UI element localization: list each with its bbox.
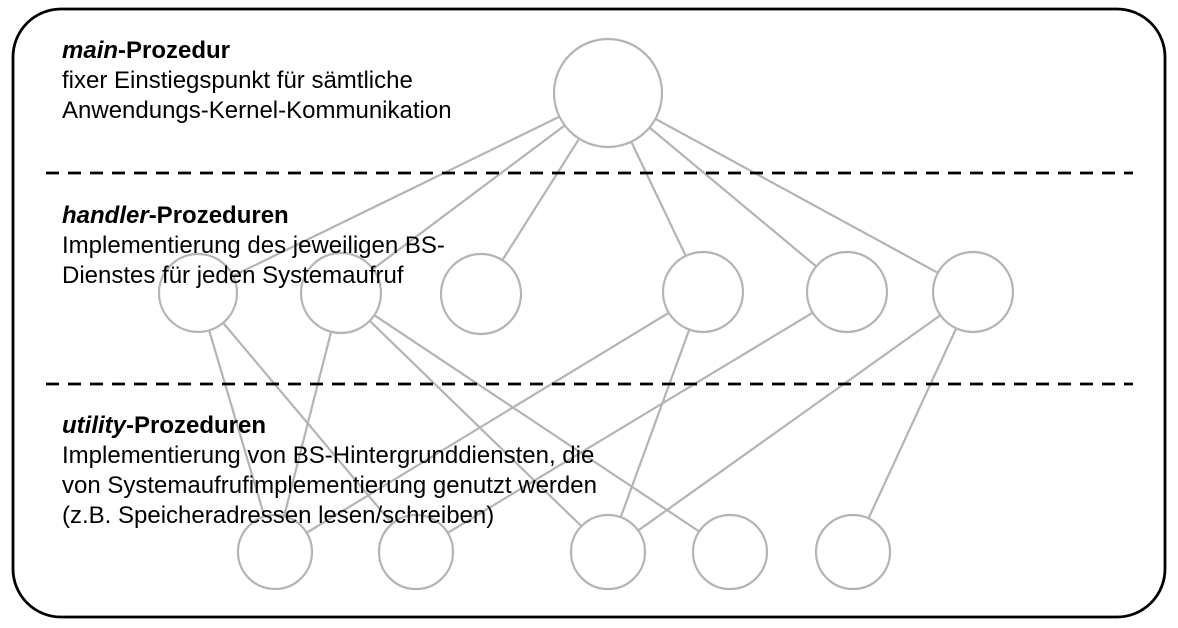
procedure-node-h1 bbox=[157, 252, 239, 334]
section-label-handler: handler-Prozeduren Implementierung des j… bbox=[62, 201, 445, 291]
call-edge-h2-u4 bbox=[340, 292, 731, 553]
section-label-main: main-Prozedur fixer Einstiegspunkt für s… bbox=[62, 36, 452, 126]
section-text-line: fixer Einstiegspunkt für sämtliche bbox=[62, 67, 413, 94]
section-title-italic: main bbox=[62, 37, 119, 64]
outer-border bbox=[11, 7, 1167, 619]
procedure-node-h4 bbox=[661, 250, 745, 334]
section-text-line: Anwendungs-Kernel-Kommunikation bbox=[62, 97, 452, 124]
call-edge-h2-u1 bbox=[273, 292, 343, 553]
procedure-node-h2 bbox=[299, 251, 383, 335]
procedure-node-h6 bbox=[931, 250, 1015, 334]
call-edge-h2-u3 bbox=[340, 292, 609, 553]
call-edge-main-h6 bbox=[607, 92, 974, 293]
section-title: handler-Prozeduren bbox=[62, 201, 445, 231]
section-text-line: Dienstes für jeden Systemaufruf bbox=[62, 262, 404, 289]
section-title-italic: handler bbox=[62, 202, 149, 229]
procedure-node-h3 bbox=[439, 252, 523, 336]
section-text-line: von Systemaufrufimplementierung genutzt … bbox=[62, 472, 597, 499]
procedure-node-u3 bbox=[569, 513, 647, 591]
edge-layer bbox=[196, 92, 974, 553]
section-title-rest: -Prozedur bbox=[118, 37, 231, 64]
section-title: main-Prozedur bbox=[62, 36, 452, 66]
section-text-line: Implementierung des jeweiligen BS- bbox=[62, 232, 445, 259]
section-title-italic: utility bbox=[62, 412, 126, 439]
call-edge-h5-u2 bbox=[415, 291, 848, 553]
call-edge-h6-u5 bbox=[852, 291, 974, 553]
procedure-node-u5 bbox=[814, 513, 892, 591]
procedure-node-h5 bbox=[805, 250, 889, 334]
section-text-line: Implementierung von BS-Hintergrunddienst… bbox=[62, 442, 595, 469]
call-edge-main-h1 bbox=[197, 92, 609, 294]
section-label-utility: utility-Prozeduren Implementierung von B… bbox=[62, 411, 597, 531]
call-edge-h4-u3 bbox=[606, 291, 705, 553]
call-edge-h4-u1 bbox=[274, 291, 704, 553]
procedure-node-main bbox=[552, 37, 664, 149]
call-edge-main-h2 bbox=[340, 92, 609, 294]
section-title-rest: -Prozeduren bbox=[126, 412, 267, 439]
separator-layer bbox=[46, 171, 1133, 386]
call-edge-h6-u3 bbox=[607, 291, 974, 553]
section-title: utility-Prozeduren bbox=[62, 411, 597, 441]
section-title-rest: -Prozeduren bbox=[148, 202, 289, 229]
node-layer bbox=[157, 37, 1015, 591]
procedure-node-u2 bbox=[377, 513, 455, 591]
procedure-node-u4 bbox=[691, 513, 769, 591]
procedure-node-u1 bbox=[236, 513, 314, 591]
call-edge-h1-u1 bbox=[196, 292, 277, 553]
section-text-line: (z.B. Speicheradressen lesen/schreiben) bbox=[62, 502, 495, 529]
